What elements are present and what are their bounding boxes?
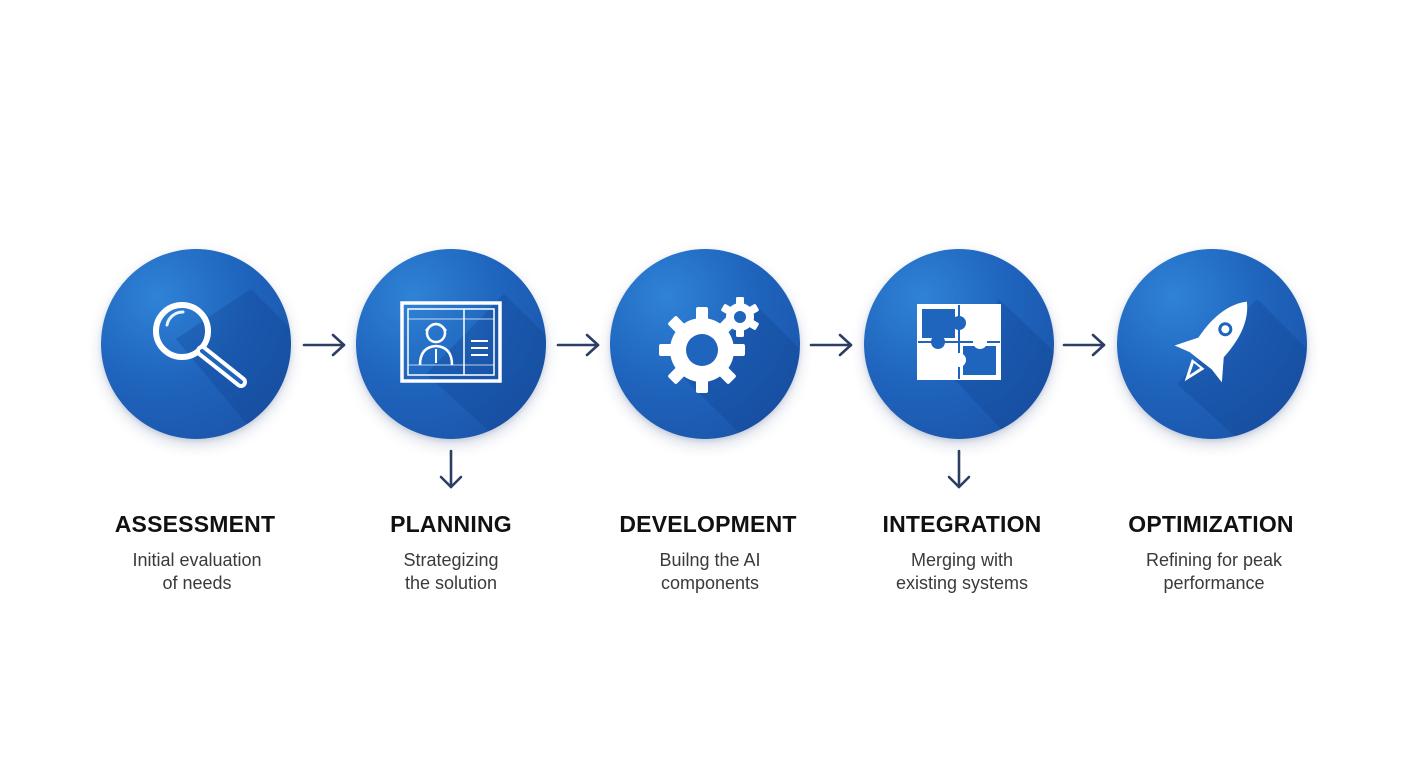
description-line: Builng the AI xyxy=(659,550,761,570)
step-circle-optimization xyxy=(1117,249,1307,439)
arrow-right-icon xyxy=(1062,333,1106,357)
blueprint-icon xyxy=(400,301,502,383)
magnifying-glass-icon xyxy=(153,302,247,388)
step-title-planning: PLANNING xyxy=(390,511,512,537)
circle-shadow xyxy=(954,299,1054,439)
gears-icon xyxy=(659,297,759,393)
step-description-optimization: Refining for peak performance xyxy=(1094,549,1334,595)
step-title-optimization: OPTIMIZATION xyxy=(1128,511,1294,537)
step-circle-integration xyxy=(864,249,1054,439)
step-title-integration: INTEGRATION xyxy=(882,511,1042,537)
description-line: the solution xyxy=(404,573,498,593)
step-description-integration: Merging with existing systems xyxy=(842,549,1082,595)
step-circle-planning xyxy=(356,249,546,439)
step-description-planning: Strategizing the solution xyxy=(331,549,571,595)
step-title-development: DEVELOPMENT xyxy=(619,511,797,537)
arrow-right-icon xyxy=(556,333,600,357)
circle-shadow xyxy=(426,294,546,439)
description-line: performance xyxy=(1163,573,1265,593)
rocket-icon xyxy=(1174,301,1248,383)
arrow-right-icon xyxy=(302,333,346,357)
arrow-down-icon xyxy=(439,449,463,489)
step-description-development: Builng the AI components xyxy=(590,549,830,595)
puzzle-icon xyxy=(917,304,1001,380)
step-title-assessment: ASSESSMENT xyxy=(114,511,276,537)
arrow-down-icon xyxy=(947,449,971,489)
description-line: Merging with xyxy=(910,550,1014,570)
description-line: components xyxy=(660,573,760,593)
circle-shadow xyxy=(680,309,800,439)
description-line: Strategizing xyxy=(403,550,499,570)
description-line: Refining for peak xyxy=(1145,550,1283,570)
step-description-assessment: Initial evaluation of needs xyxy=(77,549,317,595)
step-circle-development xyxy=(610,249,800,439)
arrow-right-icon xyxy=(809,333,853,357)
description-line: existing systems xyxy=(895,573,1029,593)
circle-shadow xyxy=(1177,299,1307,439)
description-line: Initial evaluation xyxy=(132,550,262,570)
step-circle-assessment xyxy=(101,249,291,439)
description-line: of needs xyxy=(162,573,232,593)
